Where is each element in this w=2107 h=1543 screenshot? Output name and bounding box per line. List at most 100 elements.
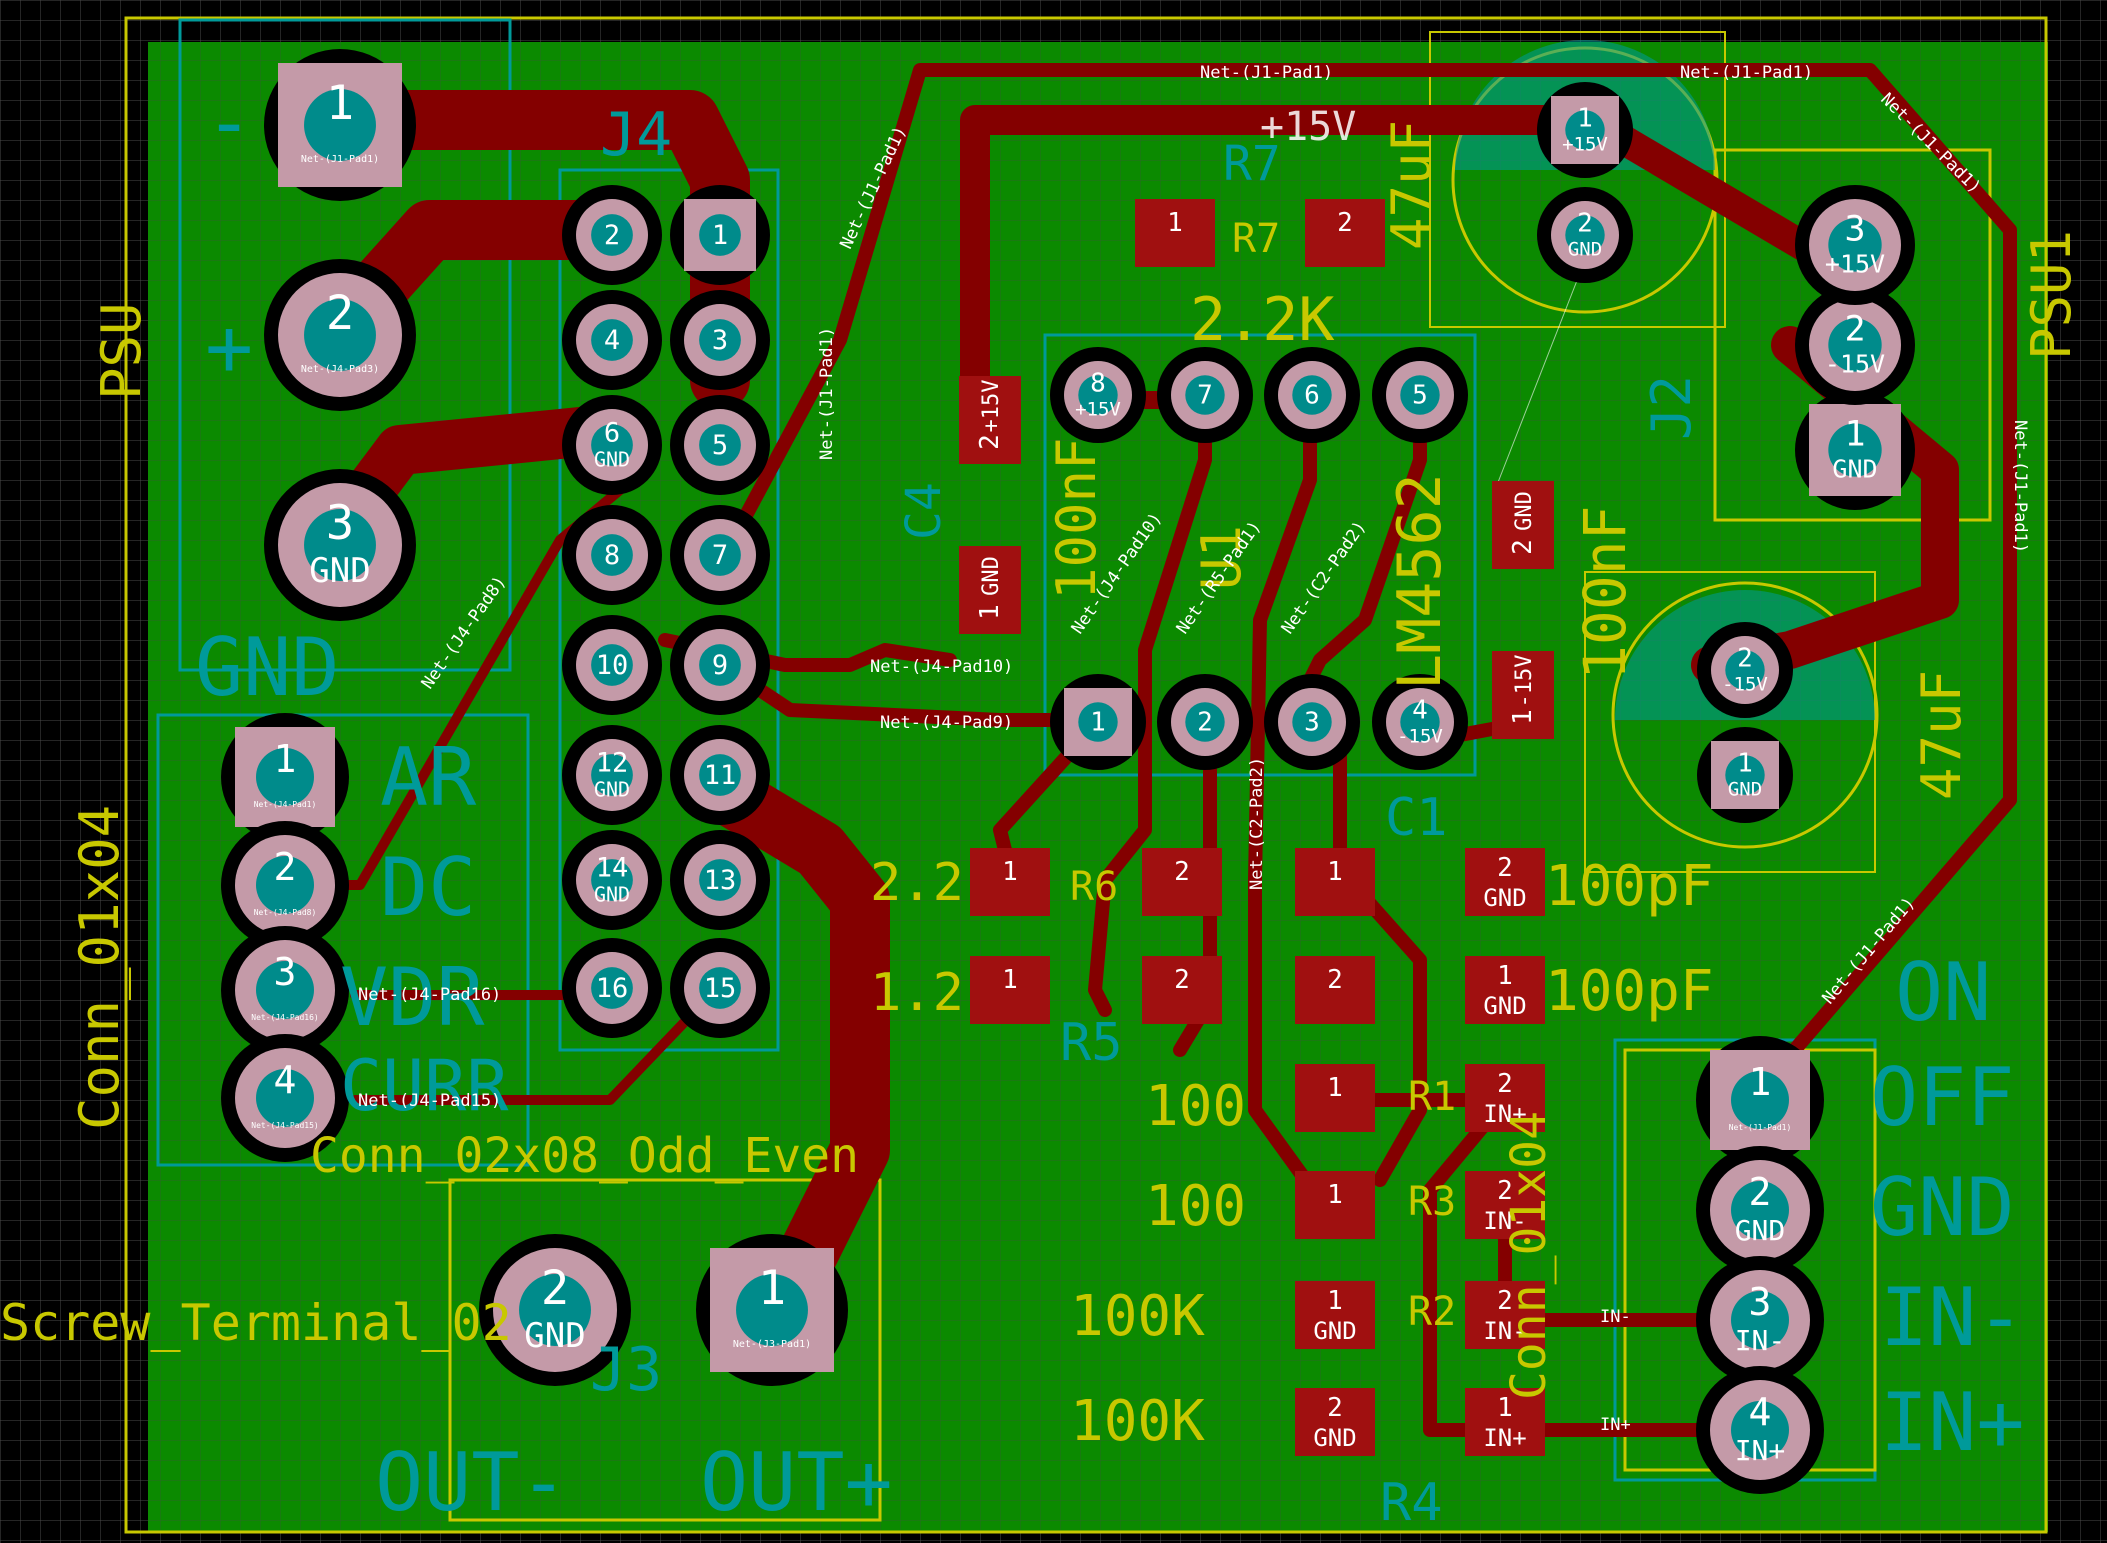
- pad-drill: [1828, 423, 1882, 477]
- psu1-ref: PSU1: [2020, 230, 2083, 360]
- c3-value: 47uF: [1910, 670, 1973, 800]
- smd-pad-c6-2: 2: [1295, 956, 1375, 1024]
- pad-drill: [736, 1274, 808, 1346]
- pad-drill: [1731, 1181, 1789, 1239]
- pad-net-label: GND: [1832, 455, 1877, 484]
- pad-number: 12: [596, 747, 629, 778]
- smd-pad-net-label: GND: [1483, 884, 1526, 912]
- j2-ref: J2: [1640, 375, 1703, 440]
- r6-value: 2.2: [870, 853, 964, 913]
- net-label-j1pad1-right2: Net-(J1-Pad1): [2010, 420, 2030, 553]
- pad-j4-15: 15: [670, 938, 770, 1038]
- pad-j4-5: 5: [670, 395, 770, 495]
- pad-number: 14: [596, 852, 629, 883]
- smd-pad-number: 2: [1327, 965, 1343, 995]
- pad-drill: [699, 644, 741, 686]
- smd-pad-copper: [970, 848, 1050, 916]
- pad-number: 11: [704, 760, 737, 791]
- pad-net-label: GND: [309, 551, 370, 591]
- pad-number: 15: [704, 973, 737, 1004]
- pad-drill: [1725, 755, 1765, 795]
- switch-on-label: ON: [1895, 946, 1991, 1039]
- smd-pad-copper: [1465, 1064, 1545, 1132]
- smd-pad-number: 1: [1002, 965, 1018, 995]
- pad-u1-4: 4-15V: [1372, 674, 1468, 770]
- conn4-vdr: VDR: [340, 951, 485, 1044]
- u1-value: LM4562: [1385, 473, 1455, 690]
- r1-ref: R1: [1408, 1074, 1456, 1120]
- net-label-c2pad2-vertical: Net-(C2-Pad2): [1247, 757, 1267, 890]
- pad-number: 3: [1844, 209, 1865, 249]
- j4-value: Conn_02x08_Odd_Even: [310, 1128, 859, 1184]
- net-label-j1pad1-left2: Net-(J1-Pad1): [817, 327, 837, 460]
- pad-net-label: Net-(J4-Pad8): [254, 908, 317, 917]
- pad-drill: [591, 424, 633, 466]
- pad-net-label: GND: [1735, 1214, 1786, 1247]
- pad-net-label: Net-(J3-Pad1): [733, 1339, 811, 1350]
- pad-drill: [591, 754, 633, 796]
- smd-pad-number: 2: [1497, 1069, 1513, 1099]
- r3-ref: R3: [1408, 1179, 1456, 1225]
- pad-drill: [519, 1274, 591, 1346]
- pad-drill: [1292, 375, 1332, 415]
- pad-drill: [699, 754, 741, 796]
- net-label-in-plus: IN+: [1600, 1415, 1631, 1435]
- smd-pad-number: 1: [1497, 1393, 1513, 1423]
- pad-number: 1: [1749, 1060, 1772, 1104]
- r5-value: 1.2: [870, 963, 964, 1023]
- pad-u1-3: 3: [1264, 674, 1360, 770]
- pad-drill: [1185, 375, 1225, 415]
- switch-in-minus-label: IN-: [1880, 1271, 2025, 1364]
- pad-drill: [1565, 215, 1605, 255]
- smd-pad-copper: [1492, 651, 1554, 739]
- pad-drill: [1828, 218, 1882, 272]
- smd-pad-c5-1: 1-15V: [1492, 651, 1554, 739]
- pad-number: 1: [1737, 749, 1753, 779]
- pad-u1-5: 5: [1372, 347, 1468, 443]
- pad-net-label: Net-(J4-Pad1): [254, 800, 317, 809]
- smd-pad-r7-2: 2: [1305, 199, 1385, 267]
- smd-pad-copper: [1295, 1171, 1375, 1239]
- pad-u1-1: 1: [1050, 674, 1146, 770]
- smd-pad-number: 1: [1327, 1073, 1343, 1103]
- smd-pad-r5-2: 2: [1142, 956, 1222, 1024]
- j3-value: Screw_Terminal_02: [0, 1294, 512, 1352]
- smd-pad-r7-1: 1: [1135, 199, 1215, 267]
- pad-u1-7: 7: [1157, 347, 1253, 443]
- pad-drill: [1565, 110, 1605, 150]
- pad-j4-2: 2: [562, 185, 662, 285]
- smd-pad-copper: [1305, 199, 1385, 267]
- pad-number: 5: [712, 430, 728, 461]
- silk-line: [1494, 254, 1588, 491]
- net-label-j4pad9: Net-(J4-Pad9): [880, 713, 1013, 733]
- pad-number: 4: [1749, 1390, 1772, 1434]
- smd-pad-copper: [1295, 1281, 1375, 1349]
- smd-pad-copper: [1135, 199, 1215, 267]
- pad-number: 1: [1577, 104, 1593, 134]
- j4-ref: J4: [600, 100, 672, 170]
- smd-pad-number: 2: [1174, 857, 1190, 887]
- pad-number: 8: [1090, 369, 1106, 399]
- net-label-j1pad1-top: Net-(J1-Pad1): [1200, 63, 1333, 83]
- smd-pad-r3-2: 2IN-: [1465, 1171, 1545, 1239]
- r1-value: 100: [1145, 1074, 1246, 1139]
- pad-number: 8: [604, 540, 620, 571]
- j3-out-minus: OUT-: [375, 1436, 568, 1529]
- pad-number: 3: [1749, 1280, 1772, 1324]
- c4-value: 100nF: [1045, 437, 1108, 600]
- pad-drill: [304, 509, 376, 581]
- smd-pad-copper: [1295, 1388, 1375, 1456]
- smd-pad-r2-2: 2IN-: [1465, 1281, 1545, 1349]
- pad-net-label: GND: [594, 778, 630, 802]
- smd-pad-r5-1: 1: [970, 956, 1050, 1024]
- pad-j2-2: 2-15V: [1795, 285, 1915, 405]
